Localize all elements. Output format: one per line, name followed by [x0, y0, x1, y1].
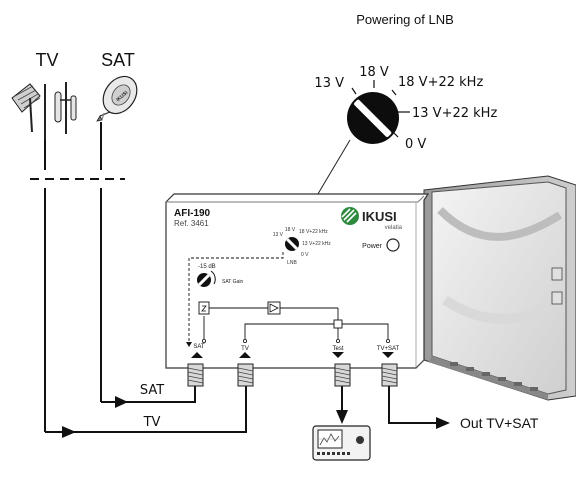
- mini-lnb-selector: 13 V 18 V 18 V+22 kHz 13 V+22 kHz 0 V LN…: [273, 227, 332, 266]
- f-connector-tv-sat[interactable]: [381, 363, 398, 387]
- lnb-option-13v-22khz: 13 V+22 kHz: [412, 106, 497, 121]
- tv-antenna-label: TV: [35, 50, 58, 70]
- mini-option-0v: 0 V: [301, 252, 309, 258]
- power-label: Power: [362, 243, 383, 250]
- port-test-arrow-icon: [332, 352, 344, 358]
- lnb-selector: 13 V 18 V 18 V+22 kHz 13 V+22 kHz 0 V: [314, 65, 497, 152]
- mini-option-13v-22khz: 13 V+22 kHz: [302, 241, 331, 247]
- f-connector-tv[interactable]: [237, 363, 254, 387]
- internal-circuit: [188, 252, 390, 343]
- port-sat-arrow-icon: [191, 352, 203, 358]
- title: Powering of LNB: [356, 12, 454, 27]
- port-label-test: Test: [332, 346, 343, 352]
- device-model: AFI-190: [174, 208, 211, 219]
- f-connector-sat[interactable]: [187, 363, 204, 387]
- satellite-dish-icon: IKUSI: [96, 75, 138, 122]
- device-body: AFI-190 Ref. 3461 IKUSI velatia Power 13…: [165, 193, 430, 369]
- f-connector-test[interactable]: [334, 363, 351, 387]
- field-meter-icon: [312, 425, 371, 461]
- lnb-option-0v: 0 V: [405, 137, 426, 152]
- sat-cable-label: SAT: [140, 383, 164, 398]
- port-tv-sat-arrow-icon: [382, 352, 394, 358]
- lnb-option-18v: 18 V: [359, 65, 389, 80]
- tv-antenna-icon: [11, 82, 77, 140]
- lnb-option-13v: 13 V: [314, 76, 344, 91]
- out-label: Out TV+SAT: [460, 415, 539, 431]
- sat-antenna-label: SAT: [101, 50, 135, 70]
- amplifier-icon: [269, 303, 279, 313]
- sat-cable-arrow-icon: [115, 396, 128, 408]
- brand-sub: velatia: [385, 225, 403, 231]
- tv-cable-arrow-icon: [62, 426, 76, 438]
- mini-option-13v: 13 V: [273, 232, 284, 238]
- brand-name: IKUSI: [362, 209, 397, 224]
- port-tv-arrow-icon: [239, 352, 251, 358]
- ikusi-logo-icon: [341, 207, 359, 225]
- amplifier-box: [267, 301, 281, 315]
- mini-lnb-label: LNB: [287, 260, 297, 266]
- test-arrow-icon: [336, 410, 348, 424]
- lnb-option-18v-22khz: 18 V+22 kHz: [398, 75, 483, 90]
- port-label-tv: TV: [241, 346, 249, 352]
- tv-cable-label: TV: [143, 415, 161, 430]
- out-arrow-icon: [436, 417, 450, 429]
- port-label-tv-sat: TV+SAT: [377, 346, 400, 352]
- gain-label: SAT Gain: [222, 279, 243, 285]
- power-led-icon: [386, 238, 400, 252]
- device-ref: Ref. 3461: [174, 219, 209, 228]
- mini-option-18v-22khz: 18 V+22 kHz: [299, 229, 328, 235]
- port-label-sat: SAT: [193, 344, 205, 350]
- mini-option-18v: 18 V: [285, 227, 296, 233]
- enclosure-cover: [423, 175, 576, 401]
- gain-value: -15 dB: [198, 264, 216, 270]
